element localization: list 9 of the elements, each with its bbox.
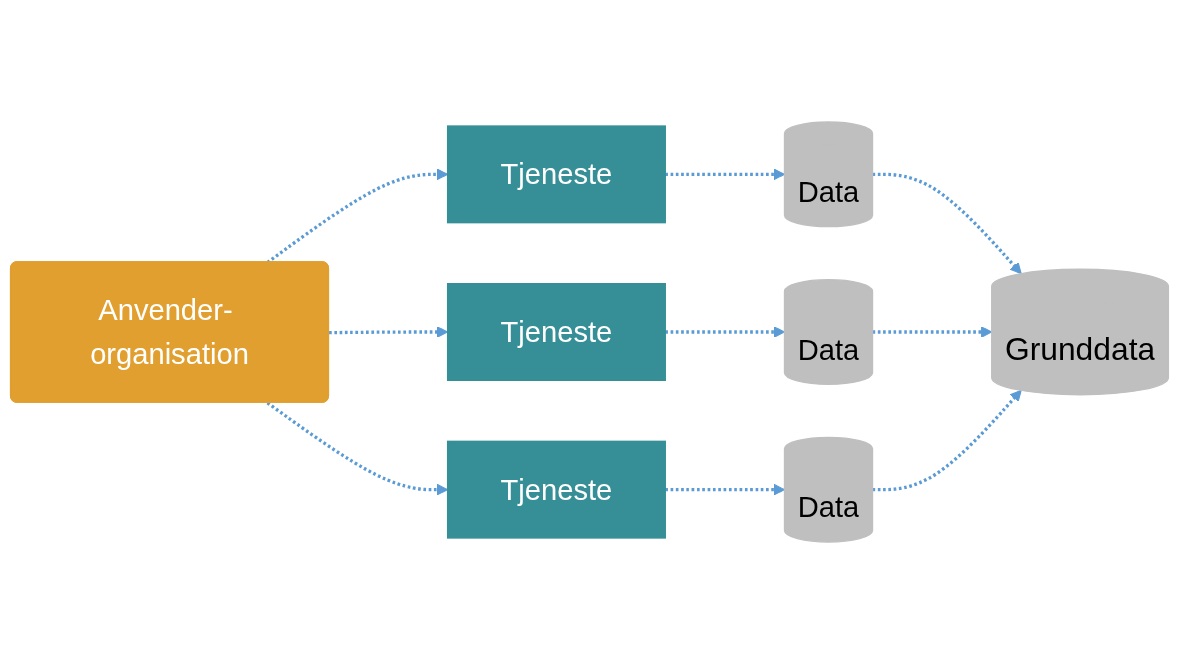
arrow (872, 389, 1022, 492)
node-box: Tjeneste (446, 125, 666, 224)
arrow (665, 483, 785, 496)
arrow (872, 172, 1022, 275)
node-box: Tjeneste (446, 440, 666, 539)
node-box: Tjeneste (446, 283, 666, 381)
arrow (872, 326, 993, 338)
arrow (665, 168, 785, 181)
arrow (665, 326, 785, 338)
